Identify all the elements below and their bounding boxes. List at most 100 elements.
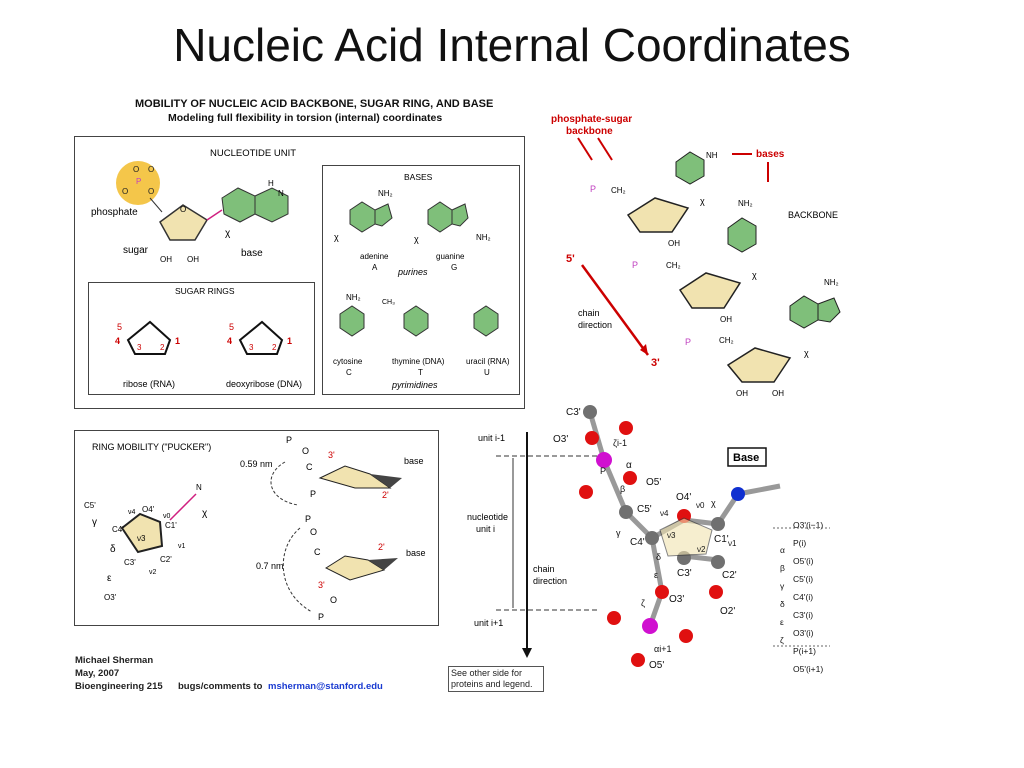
- svg-text:β: β: [780, 563, 785, 573]
- backbone-nucleotide-3: P CH₂ OH OH NH₂ χ: [685, 278, 841, 398]
- uracil-structure: [473, 305, 499, 337]
- phosphate-label: phosphate: [91, 207, 138, 218]
- svg-text:H: H: [268, 179, 274, 188]
- backbone-nucleotide-2: P CH₂ OH NH₂ χ: [632, 199, 757, 324]
- svg-text:pyrimidines: pyrimidines: [391, 380, 438, 390]
- phosphate-group-circle: [116, 161, 160, 205]
- svg-text:γ: γ: [92, 517, 97, 528]
- svg-text:backbone: backbone: [566, 126, 613, 137]
- svg-text:CH₂: CH₂: [611, 186, 626, 195]
- sugar-ring: [159, 204, 209, 241]
- bases-label: bases: [756, 149, 785, 160]
- svg-text:C2': C2': [722, 570, 737, 581]
- svg-text:χ: χ: [334, 232, 339, 242]
- svg-text:O5': O5': [649, 660, 664, 671]
- svg-text:4: 4: [227, 336, 232, 346]
- unit-prev-label: unit i-1: [478, 433, 505, 443]
- svg-text:5: 5: [117, 322, 122, 332]
- svg-text:NH₂: NH₂: [824, 278, 839, 287]
- svg-text:ν3: ν3: [667, 531, 676, 540]
- svg-text:O3': O3': [104, 593, 117, 602]
- svg-text:OH: OH: [736, 389, 748, 398]
- five-prime-label: 5': [566, 253, 575, 265]
- svg-text:direction: direction: [578, 320, 612, 330]
- footer-email-link[interactable]: msherman@stanford.edu: [268, 681, 383, 692]
- svg-text:CH₃: CH₃: [382, 299, 395, 306]
- svg-text:N: N: [196, 483, 202, 492]
- svg-text:G: G: [451, 263, 457, 272]
- svg-text:P: P: [685, 337, 691, 347]
- svg-text:P: P: [136, 177, 141, 186]
- svg-text:C3': C3': [124, 558, 136, 567]
- svg-text:ε: ε: [780, 617, 784, 627]
- svg-text:O: O: [122, 187, 128, 196]
- svg-text:C4': C4': [112, 525, 124, 534]
- svg-text:O: O: [148, 165, 154, 174]
- svg-text:3': 3': [651, 357, 660, 369]
- svg-text:NH₂: NH₂: [476, 233, 491, 242]
- svg-text:A: A: [372, 263, 378, 272]
- svg-text:α: α: [780, 545, 785, 555]
- atoms: [579, 405, 745, 667]
- unit-next-label: unit i+1: [474, 618, 503, 628]
- svg-text:ν2: ν2: [697, 545, 706, 554]
- svg-text:ζ: ζ: [641, 598, 645, 608]
- svg-text:γ: γ: [616, 528, 621, 538]
- svg-text:P: P: [318, 612, 324, 622]
- svg-text:ζi-1: ζi-1: [613, 438, 627, 448]
- svg-text:NH₂: NH₂: [378, 189, 393, 198]
- svg-text:α: α: [626, 460, 632, 471]
- svg-text:χ: χ: [804, 348, 809, 358]
- svg-text:base: base: [406, 548, 426, 558]
- svg-text:C3'(i): C3'(i): [793, 610, 813, 620]
- torsion-chain-list: O3'(i−1) P(i) O5'(i) C5'(i) C4'(i) C3'(i…: [780, 520, 823, 674]
- deoxyribose-ring: 4 1 3 2 5: [227, 320, 292, 355]
- panel-header: MOBILITY OF NUCLEIC ACID BACKBONE, SUGAR…: [135, 98, 494, 110]
- svg-text:guanine: guanine: [436, 252, 465, 261]
- svg-text:OH: OH: [772, 389, 784, 398]
- svg-text:C3': C3': [566, 407, 581, 418]
- svg-text:2': 2': [378, 542, 385, 552]
- svg-text:O3'(i−1): O3'(i−1): [793, 520, 823, 530]
- svg-text:3: 3: [137, 343, 142, 352]
- svg-text:O5'(i): O5'(i): [793, 556, 814, 566]
- svg-text:ν0: ν0: [696, 501, 705, 510]
- svg-text:4: 4: [115, 336, 120, 346]
- svg-text:δ: δ: [656, 552, 661, 562]
- svg-text:O3'(i): O3'(i): [793, 628, 814, 638]
- svg-text:CH₂: CH₂: [666, 261, 681, 270]
- svg-text:Base: Base: [733, 452, 759, 464]
- svg-text:O: O: [133, 165, 139, 174]
- svg-text:adenine: adenine: [360, 252, 389, 261]
- base-label: base: [241, 248, 263, 259]
- svg-text:C5': C5': [637, 504, 652, 515]
- svg-text:O: O: [148, 187, 154, 196]
- svg-text:T: T: [418, 368, 423, 377]
- svg-text:C5'(i): C5'(i): [793, 574, 813, 584]
- svg-text:direction: direction: [533, 576, 567, 586]
- phosphate-sugar-label: phosphate-sugar: [551, 114, 632, 125]
- svg-text:χ: χ: [414, 234, 419, 244]
- footer-course: Bioengineering 215: [75, 681, 163, 692]
- svg-text:β: β: [620, 484, 625, 494]
- svg-text:γ: γ: [780, 581, 785, 591]
- bases-title: BASES: [404, 172, 433, 182]
- svg-text:ε: ε: [654, 570, 658, 580]
- thymine-structure: CH₃: [382, 299, 429, 337]
- svg-text:ζ: ζ: [780, 635, 784, 645]
- svg-text:0.59 nm: 0.59 nm: [240, 459, 273, 469]
- svg-text:unit i: unit i: [476, 524, 495, 534]
- svg-text:2: 2: [160, 343, 165, 352]
- svg-text:NH₂: NH₂: [738, 199, 753, 208]
- svg-text:ν0: ν0: [163, 513, 171, 520]
- svg-text:5: 5: [229, 322, 234, 332]
- svg-text:ν1: ν1: [178, 543, 186, 550]
- svg-text:OH: OH: [668, 239, 680, 248]
- slide-title: Nucleic Acid Internal Coordinates: [173, 19, 851, 71]
- svg-text:thymine (DNA): thymine (DNA): [392, 357, 445, 366]
- svg-text:0.7 nm: 0.7 nm: [256, 561, 284, 571]
